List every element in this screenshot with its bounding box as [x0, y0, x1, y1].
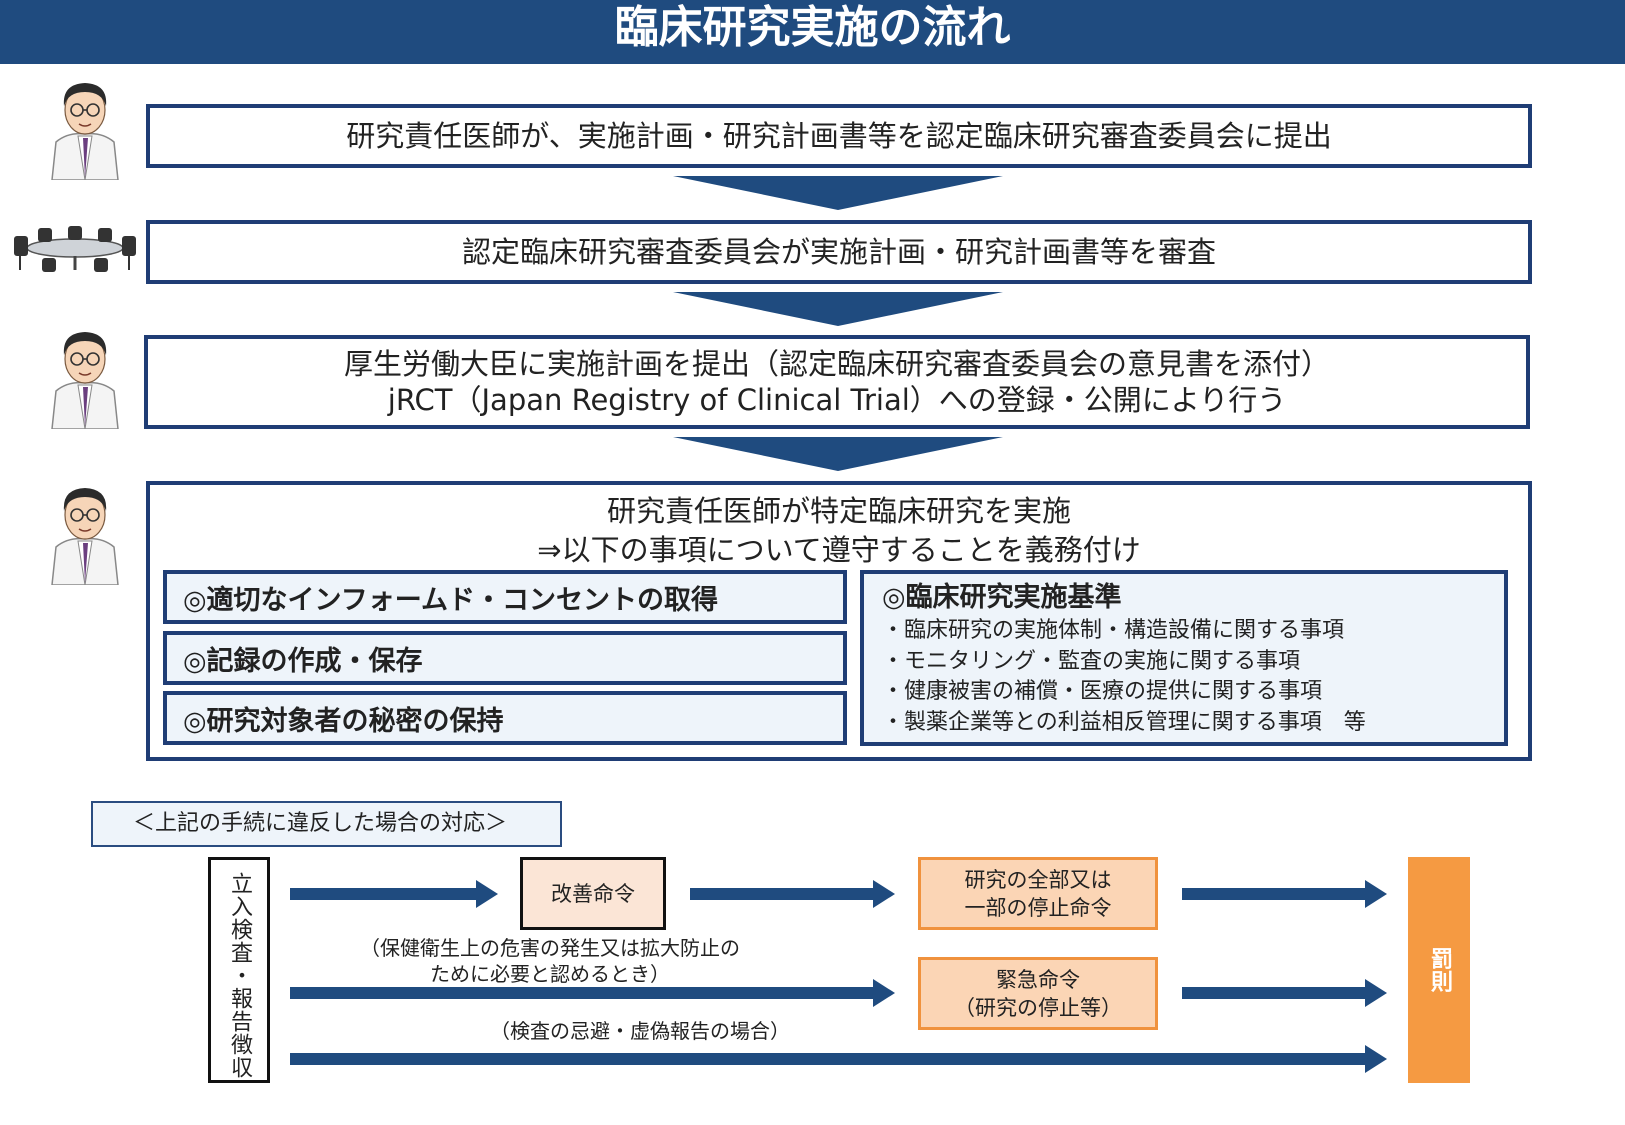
flow-chevron: [673, 176, 1003, 210]
emergency-condition-caption: （保健衛生上の危害の発生又は拡大防止の ために必要と認めるとき）: [360, 936, 740, 986]
standards-title: ◎臨床研究実施基準: [882, 582, 1122, 613]
step-box-minister-submission: 厚生労働大臣に実施計画を提出（認定臨床研究審査委員会の意見書を添付） jRCT（…: [144, 335, 1530, 429]
step-subtext: jRCT（Japan Registry of Clinical Trial）への…: [387, 383, 1287, 417]
refusal-caption: （検査の忌避・虚偽報告の場合）: [490, 1019, 790, 1043]
obligation-records: ◎記録の作成・保存: [163, 631, 847, 685]
flow-chevron: [673, 437, 1003, 471]
step-box-submission: 研究責任医師が、実施計画・研究計画書等を認定臨床研究審査委員会に提出: [146, 104, 1532, 168]
inspection-label: 立入検査・報告徴収: [227, 872, 252, 1079]
doctor-icon: [48, 483, 122, 585]
step-subtext: ⇒以下の事項について遵守することを義務付け: [537, 533, 1141, 567]
step-box-review: 認定臨床研究審査委員会が実施計画・研究計画書等を審査: [146, 220, 1532, 284]
emergency-order-box: 緊急命令 （研究の停止等）: [918, 957, 1158, 1030]
step-text: 研究責任医師が、実施計画・研究計画書等を認定臨床研究審査委員会に提出: [346, 119, 1332, 153]
standards-item: ・モニタリング・監査の実施に関する事項: [882, 648, 1301, 674]
step-text: 研究責任医師が特定臨床研究を実施: [606, 494, 1071, 528]
obligation-informed-consent: ◎適切なインフォームド・コンセントの取得: [163, 570, 847, 624]
doctor-icon: [48, 327, 122, 429]
obligation-confidentiality: ◎研究対象者の秘密の保持: [163, 691, 847, 745]
inspection-box: 立入検査・報告徴収: [208, 857, 270, 1083]
violation-heading: ＜上記の手続に違反した場合の対応＞: [91, 801, 562, 847]
step-text: 厚生労働大臣に実施計画を提出（認定臨床研究審査委員会の意見書を添付）: [343, 347, 1330, 381]
meeting-table-icon: [10, 226, 140, 276]
standards-box: ◎臨床研究実施基準 ・臨床研究の実施体制・構造設備に関する事項 ・モニタリング・…: [860, 570, 1508, 746]
flow-chevron: [673, 292, 1003, 326]
stop-order-box: 研究の全部又は 一部の停止命令: [918, 857, 1158, 930]
improvement-order-box: 改善命令: [520, 857, 666, 930]
page-title: 臨床研究実施の流れ: [0, 0, 1625, 64]
step-text: 認定臨床研究審査委員会が実施計画・研究計画書等を審査: [461, 235, 1216, 269]
standards-item: ・健康被害の補償・医療の提供に関する事項: [882, 679, 1323, 704]
doctor-icon: [48, 78, 122, 180]
standards-item: ・臨床研究の実施体制・構造設備に関する事項: [882, 618, 1345, 643]
standards-item: ・製薬企業等との利益相反管理に関する事項 等: [882, 709, 1366, 735]
penalty-box: 罰則: [1408, 857, 1470, 1083]
